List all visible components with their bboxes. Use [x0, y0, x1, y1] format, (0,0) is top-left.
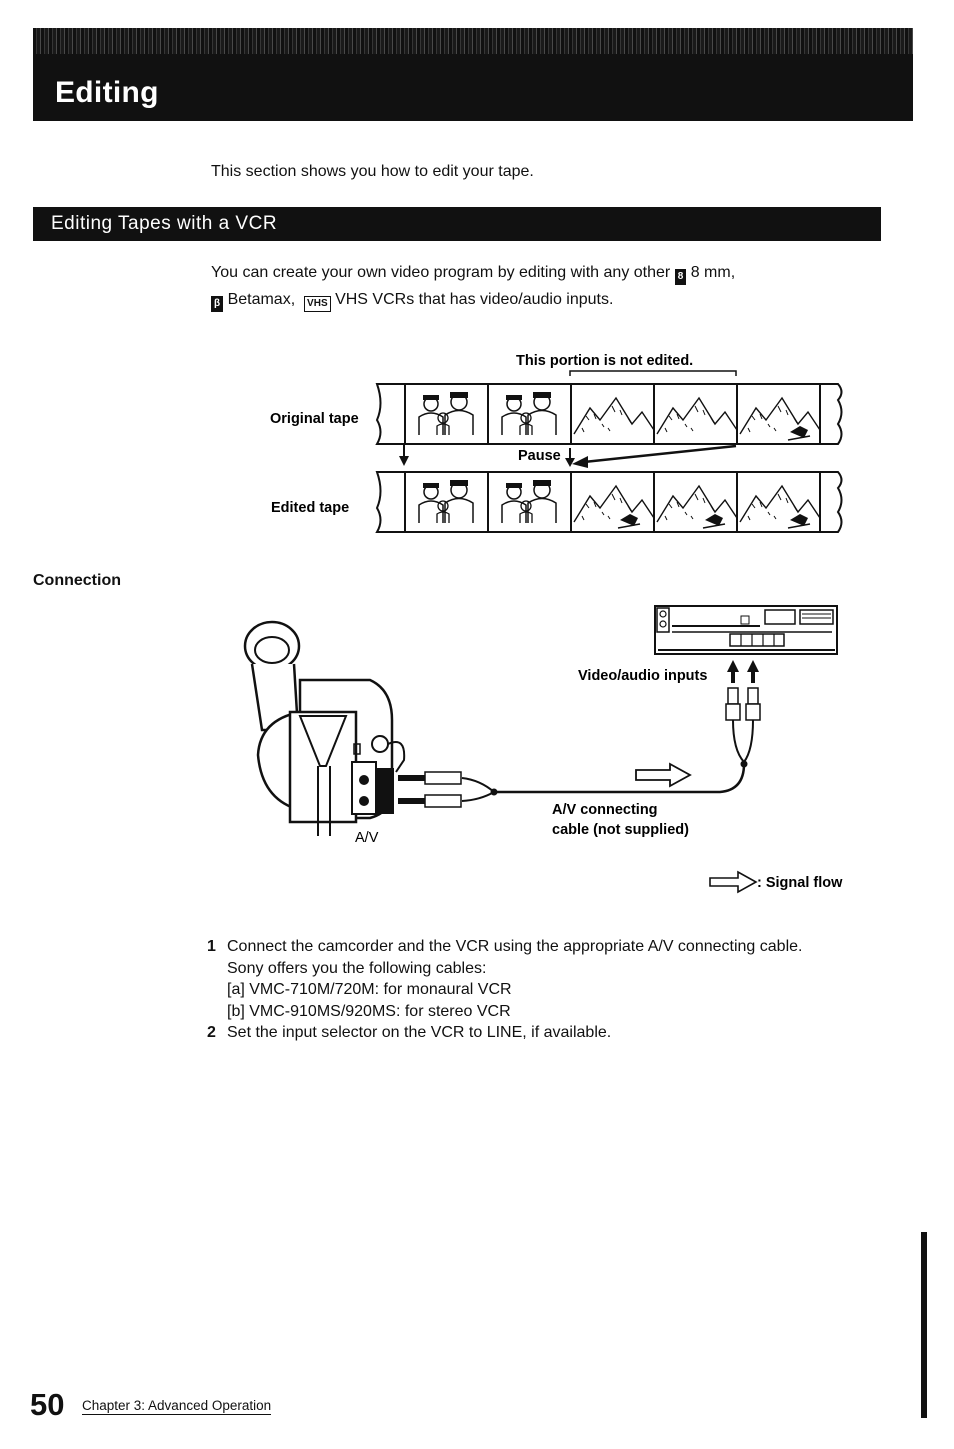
- not-edited-label: This portion is not edited.: [516, 353, 693, 369]
- paragraph-part3: Betamax,: [227, 291, 296, 308]
- inputs-label: Video/audio inputs: [578, 668, 707, 684]
- tape-editing-diagram: This portion is not edited. Original tap…: [270, 353, 843, 533]
- page-header-bar: Editing: [33, 28, 913, 121]
- page-edge-marker: [921, 1232, 927, 1418]
- av-jack-label: A/V: [355, 830, 379, 846]
- edited-tape-label: Edited tape: [271, 500, 349, 516]
- paragraph-part4: VHS VCRs that has video/audio inputs.: [335, 291, 614, 308]
- steps-list: 1 Connect the camcorder and the VCR usin…: [207, 936, 857, 1044]
- cable-option-a: [a] VMC-710M/720M: for monaural VCR: [227, 981, 512, 998]
- camcorder-illustration: [243, 620, 406, 836]
- paragraph-part2: 8 mm,: [690, 264, 736, 281]
- paragraph-part1: You can create your own video program by…: [211, 264, 671, 281]
- connection-diagram: Video/audio inputs A/V connecting cable …: [243, 605, 843, 894]
- step-1: 1 Connect the camcorder and the VCR usin…: [207, 936, 857, 1022]
- cable-option-b: [b] VMC-910MS/920MS: for stereo VCR: [227, 1002, 511, 1020]
- camcorder-plugs: [398, 771, 498, 808]
- signal-flow-arrow: [635, 762, 692, 788]
- header-texture: [33, 28, 913, 54]
- pause-label: Pause: [518, 448, 561, 464]
- intro-paragraph: You can create your own video program by…: [211, 259, 861, 313]
- vcr-illustration: [654, 605, 838, 655]
- step-text: Set the input selector on the VCR to LIN…: [227, 1024, 612, 1041]
- step-number: 1: [207, 938, 216, 955]
- edited-tape-strip: [375, 471, 843, 533]
- step-subtext: Sony offers you the following cables:: [227, 959, 487, 977]
- 8mm-format-icon: 8: [674, 269, 687, 285]
- page-number: 50: [30, 1387, 65, 1422]
- step-2: 2 Set the input selector on the VCR to L…: [207, 1022, 857, 1044]
- section-title: Editing Tapes with a VCR: [51, 213, 278, 234]
- page-title: Editing: [55, 76, 159, 109]
- step-number: 2: [207, 1024, 216, 1041]
- betamax-format-icon: β: [211, 296, 224, 312]
- original-tape-label: Original tape: [270, 411, 359, 427]
- connection-heading: Connection: [33, 572, 121, 589]
- vcr-plugs: [495, 687, 761, 794]
- step-text: Connect the camcorder and the VCR using …: [227, 938, 803, 955]
- chapter-footer: Chapter 3: Advanced Operation: [82, 1398, 272, 1415]
- original-tape-strip: [375, 383, 843, 445]
- section-header-bar: Editing Tapes with a VCR: [33, 207, 881, 241]
- legend-label: : Signal flow: [757, 875, 843, 891]
- cable-label-line1: A/V connecting: [552, 802, 658, 818]
- legend-arrow-icon: [709, 870, 758, 894]
- vhs-format-icon: VHS: [304, 296, 331, 312]
- signal-up-arrows: [727, 660, 759, 683]
- intro-text: This section shows you how to edit your …: [211, 163, 534, 180]
- cable-label-line2: cable (not supplied): [552, 822, 689, 838]
